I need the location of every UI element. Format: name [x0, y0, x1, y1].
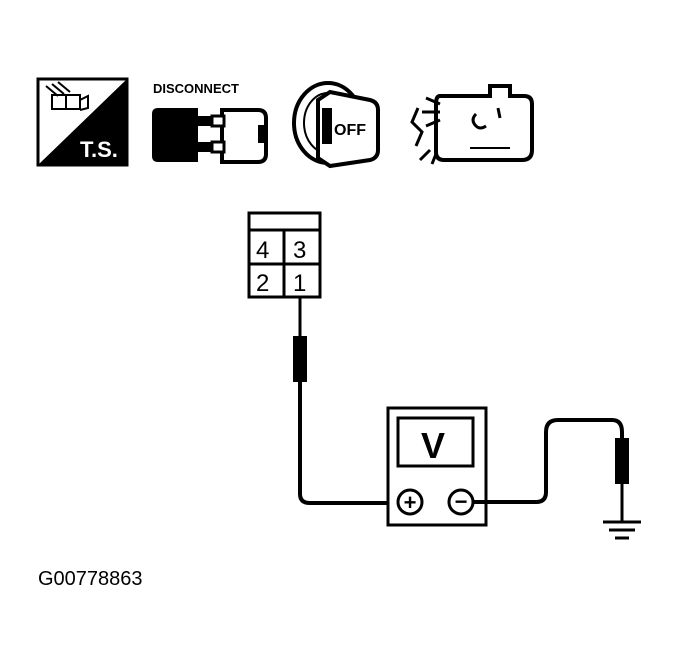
engine-icon [410, 84, 534, 165]
connector-disconnect-icon: DISCONNECT [152, 81, 268, 164]
negative-probe [473, 418, 629, 522]
ts-icon: T.S. [36, 77, 129, 167]
positive-terminal-symbol: + [404, 490, 417, 515]
terminal-1: 1 [293, 270, 306, 297]
harness-connector: 4 3 2 1 [247, 211, 322, 299]
figure-id: G00778863 [38, 568, 143, 590]
ignition-key-off-icon: OFF [292, 81, 380, 169]
terminal-3: 3 [293, 237, 306, 264]
negative-terminal-symbol: − [455, 489, 468, 514]
ground-icon [603, 520, 641, 540]
positive-probe [293, 297, 392, 505]
ts-label: T.S. [80, 137, 118, 162]
disconnect-label: DISCONNECT [153, 81, 239, 96]
meter-display: V [421, 425, 445, 466]
ignition-off-label: OFF [334, 122, 366, 139]
terminal-2: 2 [256, 270, 269, 297]
terminal-4: 4 [256, 237, 269, 264]
positive-terminal [396, 488, 424, 516]
voltmeter: V + − [386, 406, 488, 527]
